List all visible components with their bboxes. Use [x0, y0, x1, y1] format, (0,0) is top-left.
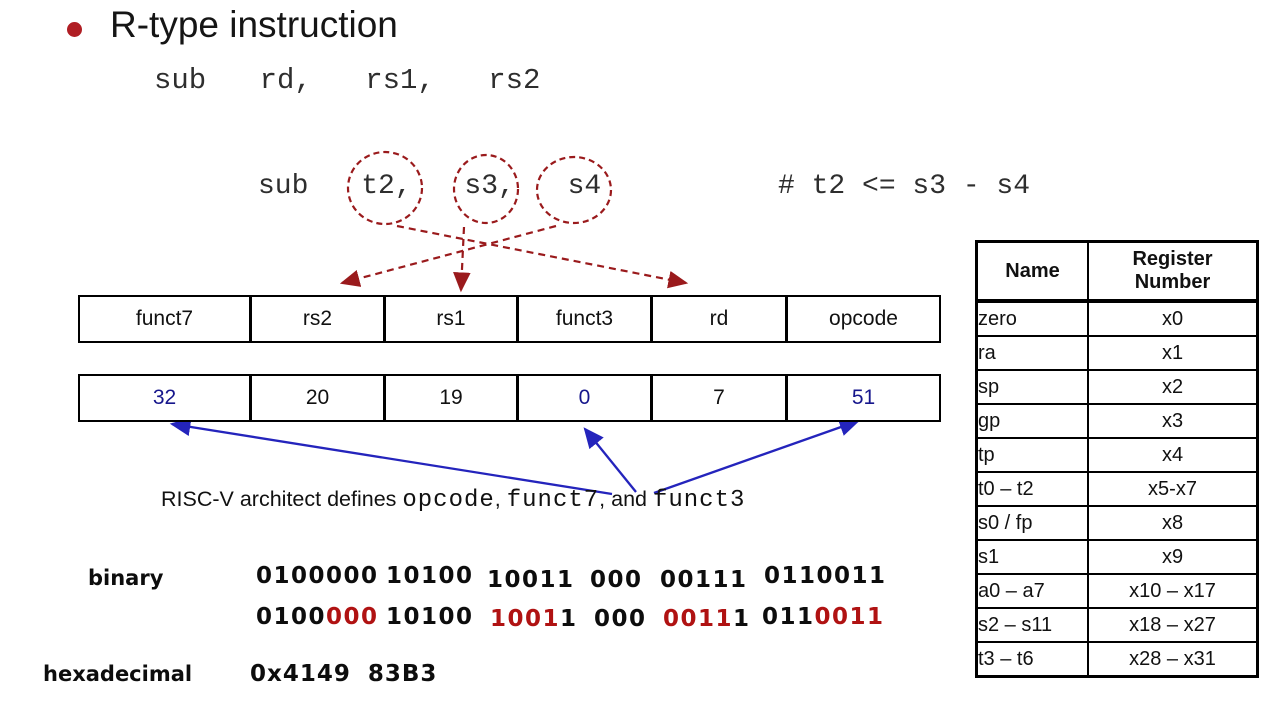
header-name: Name — [975, 240, 1089, 303]
value-rd: 7 — [650, 376, 785, 420]
field-opcode: opcode — [785, 297, 939, 341]
binary-row1-funct7: 0100000 — [256, 563, 379, 589]
binary-row2-funct3: 000 — [594, 606, 647, 632]
blue-arrow-to-opcode-value-icon — [653, 418, 861, 495]
bits-black: 1 — [560, 606, 578, 632]
field-rd: rd — [650, 297, 785, 341]
caption-funct7: funct7 — [506, 487, 600, 514]
blue-arrow-to-funct7-value-icon — [169, 417, 613, 496]
binary-row2-rs1: 10011 — [490, 606, 578, 632]
bits-black: 0100 — [256, 604, 327, 630]
dashed-arrow-s4-to-rs2-icon — [339, 224, 557, 287]
caption-funct3: funct3 — [652, 487, 746, 514]
reg-name: s0 / fp — [975, 505, 1089, 541]
bits-red: 1001 — [490, 606, 561, 632]
field-rs2: rs2 — [249, 297, 383, 341]
reg-number: x1 — [1087, 335, 1259, 371]
reg-name: a0 – a7 — [975, 573, 1089, 609]
binary-row1-rs2: 10100 — [386, 563, 474, 589]
binary-row1-rd: 00111 — [660, 567, 748, 593]
binary-row2-rs2: 10100 — [386, 604, 474, 630]
field-rs1: rs1 — [383, 297, 516, 341]
register-table-header-row: Name Register Number — [975, 240, 1259, 303]
caption-sep1: , — [494, 487, 507, 511]
bits-red: 0011 — [814, 604, 885, 630]
reg-number: x4 — [1087, 437, 1259, 473]
reg-name: s2 – s11 — [975, 607, 1089, 643]
bits-black: 10100 — [386, 604, 474, 630]
binary-row2-funct7: 0100000 — [256, 604, 379, 630]
value-funct7: 32 — [152, 386, 177, 409]
binary-label: binary — [88, 566, 164, 590]
instruction-format-fields-row: funct7 rs2 rs1 funct3 rd opcode — [78, 295, 941, 343]
reg-number: x28 – x31 — [1087, 641, 1259, 678]
value-rs2: 20 — [249, 376, 383, 420]
bullet-point-icon — [67, 22, 82, 37]
binary-row2-opcode: 0110011 — [762, 604, 885, 630]
dashed-arrow-s3-to-rs1-icon — [453, 226, 471, 293]
binary-row2-rd: 00111 — [663, 606, 751, 632]
reg-number: x2 — [1087, 369, 1259, 405]
reg-number: x3 — [1087, 403, 1259, 439]
page-title: R-type instruction — [110, 4, 398, 45]
reg-name: ra — [975, 335, 1089, 371]
architect-defined-caption: RISC-V architect defines opcode, funct7,… — [161, 487, 745, 514]
example-comment: # t2 <= s3 - s4 — [778, 171, 1031, 202]
caption-text: RISC-V architect defines — [161, 487, 403, 511]
reg-number: x0 — [1087, 300, 1259, 337]
value-rs1: 19 — [383, 376, 516, 420]
bits-black: 1 — [733, 606, 751, 632]
reg-number: x9 — [1087, 539, 1259, 575]
reg-number: x8 — [1087, 505, 1259, 541]
caption-sep2: , and — [599, 487, 653, 511]
value-funct3: 0 — [516, 376, 650, 420]
blue-arrow-to-funct3-value-icon — [583, 427, 637, 493]
field-funct7: funct7 — [135, 307, 194, 330]
hexadecimal-value: 0x4149 83B3 — [250, 661, 438, 687]
reg-name: s1 — [975, 539, 1089, 575]
reg-number: x5-x7 — [1087, 471, 1259, 507]
reg-name: zero — [975, 300, 1089, 337]
dashed-arrow-t2-to-rd-icon — [396, 224, 689, 289]
reg-number: x18 – x27 — [1087, 607, 1259, 643]
reg-name: t3 – t6 — [975, 641, 1089, 678]
reg-name: sp — [975, 369, 1089, 405]
bits-black: 011 — [762, 604, 815, 630]
reg-name: t0 – t2 — [975, 471, 1089, 507]
instruction-format-values-row: 32 20 19 0 7 51 — [78, 374, 941, 422]
binary-row1-rs1: 10011 — [487, 567, 575, 593]
bits-black: 000 — [594, 606, 647, 632]
reg-name: gp — [975, 403, 1089, 439]
value-opcode: 51 — [785, 376, 939, 420]
instruction-syntax: sub rd, rs1, rs2 — [154, 64, 541, 97]
reg-name: tp — [975, 437, 1089, 473]
binary-row1-funct3: 000 — [590, 567, 643, 593]
bits-red: 000 — [326, 604, 379, 630]
caption-opcode: opcode — [402, 487, 495, 514]
example-instruction: sub t2, s3, s4 — [258, 171, 602, 202]
reg-number: x10 – x17 — [1087, 573, 1259, 609]
bits-red: 0011 — [663, 606, 734, 632]
field-funct3: funct3 — [516, 297, 650, 341]
hexadecimal-label: hexadecimal — [43, 662, 193, 686]
binary-row1-opcode: 0110011 — [764, 563, 887, 589]
header-register-number: Register Number — [1087, 240, 1259, 303]
